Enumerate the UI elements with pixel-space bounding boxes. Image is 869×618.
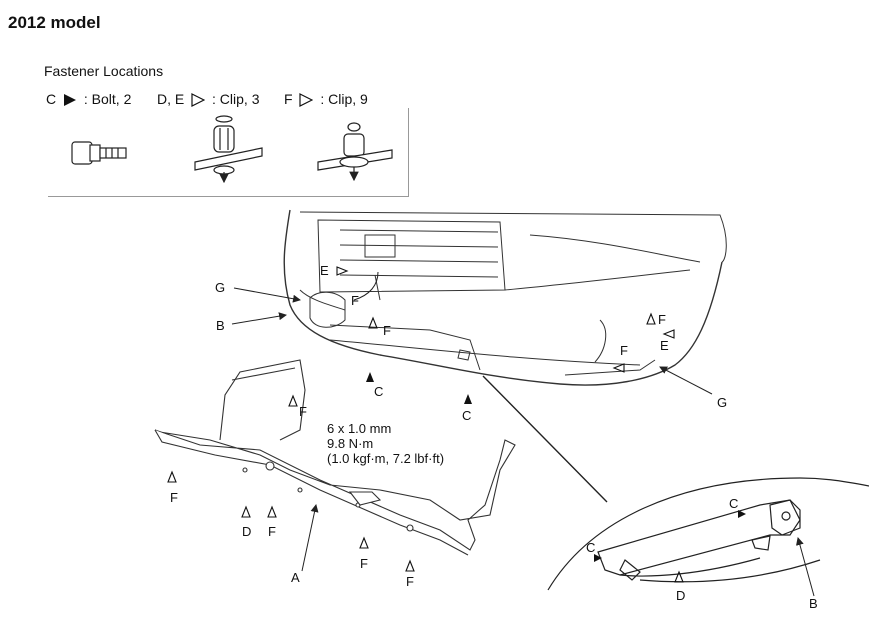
clip-icon xyxy=(194,115,263,184)
legend-text: : Bolt, 2 xyxy=(83,91,132,107)
legend-item-clip-de: D, E : Clip, 3 xyxy=(157,91,260,108)
detail-inset xyxy=(482,375,869,591)
callout-A: A xyxy=(291,570,300,585)
callout-E: E xyxy=(320,263,329,278)
callout-F: F xyxy=(620,343,628,358)
torque-spec: 6 x 1.0 mm 9.8 N·m (1.0 kgf·m, 7.2 lbf·f… xyxy=(327,421,444,466)
callout-labels: G B E F F C C F F D F F F A F E F G C C … xyxy=(170,263,818,611)
callout-F: F xyxy=(170,490,178,505)
legend-codes: F xyxy=(284,91,293,107)
clip-markers xyxy=(167,266,684,583)
callout-C: C xyxy=(374,384,383,399)
callout-F: F xyxy=(658,312,666,327)
spec-torque: 9.8 N·m xyxy=(327,436,374,451)
callout-F: F xyxy=(299,404,307,419)
legend-codes: C xyxy=(46,91,57,107)
callout-D: D xyxy=(242,524,251,539)
callout-F: F xyxy=(360,556,368,571)
outline-triangle-icon xyxy=(191,93,206,108)
bolt-icon xyxy=(71,141,127,165)
vehicle-front xyxy=(283,209,727,386)
legend-text: : Clip, 3 xyxy=(212,91,260,107)
diagram-title: 2012 model xyxy=(8,13,101,32)
filled-triangle-icon xyxy=(64,94,77,107)
callout-C: C xyxy=(586,540,595,555)
callout-F: F xyxy=(268,524,276,539)
callout-F: F xyxy=(406,574,414,589)
legend-item-clip-f: F : Clip, 9 xyxy=(284,91,368,108)
leader-lines xyxy=(231,271,815,597)
callout-B: B xyxy=(216,318,225,333)
spec-torque-alt: (1.0 kgf·m, 7.2 lbf·ft) xyxy=(327,451,445,466)
legend-frame xyxy=(48,108,409,197)
bolt-markers xyxy=(366,372,746,562)
spec-size: 6 x 1.0 mm xyxy=(327,421,392,436)
callout-F: F xyxy=(351,293,359,308)
callout-C: C xyxy=(462,408,471,423)
callout-G: G xyxy=(717,395,727,410)
clip-icon xyxy=(317,122,393,182)
callout-B: B xyxy=(809,596,818,611)
outline-triangle-icon xyxy=(299,93,314,108)
undercover-part xyxy=(154,359,516,556)
legend-text: : Clip, 9 xyxy=(320,91,368,107)
legend-item-bolt: C : Bolt, 2 xyxy=(46,91,131,107)
callout-D: D xyxy=(676,588,685,603)
legend-codes: D, E xyxy=(157,91,185,107)
callout-E: E xyxy=(660,338,669,353)
callout-G: G xyxy=(215,280,225,295)
callout-C: C xyxy=(729,496,738,511)
callout-F: F xyxy=(383,323,391,338)
legend-heading: Fastener Locations xyxy=(44,63,164,79)
